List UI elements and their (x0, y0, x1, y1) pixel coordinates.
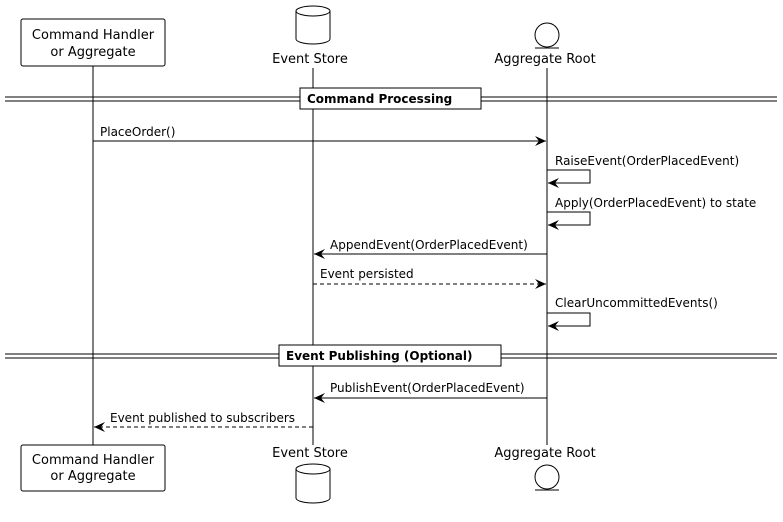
message-apply-label: Apply(OrderPlacedEvent) to state (555, 196, 756, 210)
message-apply: Apply(OrderPlacedEvent) to state (547, 196, 756, 230)
participant-handler-bottom-line1: Command Handler (32, 453, 155, 468)
message-event-persisted-label: Event persisted (320, 267, 414, 281)
message-event-published: Event published to subscribers (94, 411, 313, 432)
entity-icon (534, 22, 560, 49)
message-event-persisted: Event persisted (313, 267, 546, 289)
participant-handler-line1: Command Handler (32, 28, 155, 43)
participant-root-bottom-label: Aggregate Root (494, 446, 595, 461)
message-publish-event: PublishEvent(OrderPlacedEvent) (314, 381, 547, 403)
participant-store-label: Event Store (272, 52, 348, 67)
participant-root-label: Aggregate Root (494, 52, 595, 67)
divider-event-publishing: Event Publishing (Optional) (5, 344, 777, 367)
participant-root-bottom: Aggregate Root (494, 446, 596, 491)
message-publish-event-label: PublishEvent(OrderPlacedEvent) (330, 381, 525, 395)
participant-root-top: Aggregate Root (494, 22, 596, 67)
message-raise-event: RaiseEvent(OrderPlacedEvent) (547, 154, 739, 188)
participant-handler-line2: or Aggregate (50, 45, 135, 60)
message-clear-uncommitted-label: ClearUncommittedEvents() (555, 296, 718, 310)
divider-command-label: Command Processing (307, 92, 452, 106)
message-append-event-label: AppendEvent(OrderPlacedEvent) (330, 238, 528, 252)
divider-command-processing: Command Processing (5, 87, 777, 110)
participant-handler-top: Command Handler or Aggregate (20, 18, 166, 67)
database-icon (295, 5, 331, 45)
database-icon (295, 463, 331, 504)
message-event-published-label: Event published to subscribers (110, 411, 295, 425)
message-append-event: AppendEvent(OrderPlacedEvent) (314, 238, 547, 259)
participant-store-top: Event Store (272, 5, 348, 67)
participant-handler-bottom-line2: or Aggregate (50, 469, 135, 484)
divider-publishing-label: Event Publishing (Optional) (286, 349, 473, 363)
message-clear-uncommitted: ClearUncommittedEvents() (547, 296, 718, 331)
participant-handler-bottom: Command Handler or Aggregate (20, 444, 166, 492)
entity-icon (534, 464, 560, 491)
participant-store-bottom: Event Store (272, 446, 348, 504)
message-place-order: PlaceOrder() (93, 125, 546, 146)
message-raise-event-label: RaiseEvent(OrderPlacedEvent) (555, 154, 739, 168)
participant-store-bottom-label: Event Store (272, 446, 348, 461)
message-place-order-label: PlaceOrder() (100, 125, 175, 139)
